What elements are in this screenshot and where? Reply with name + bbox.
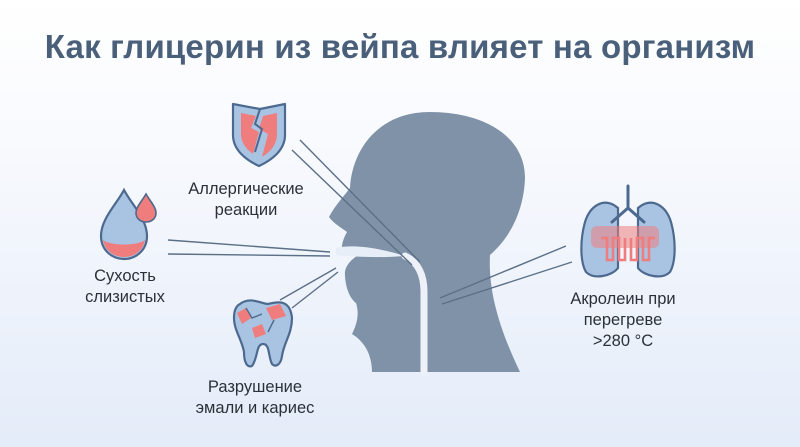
lungs-icon <box>580 184 676 278</box>
line-allergy-b <box>291 149 413 266</box>
line-teeth-a <box>279 267 337 301</box>
line-dry-a <box>167 239 331 253</box>
damaged-tooth-icon <box>232 299 294 368</box>
line-allergy-a <box>299 139 421 263</box>
line-lungs-b <box>441 261 573 305</box>
water-drops-icon <box>99 187 157 261</box>
label-mucosa-dryness: Сухость слизистых <box>85 267 165 306</box>
line-lungs-a <box>439 245 567 299</box>
page-title: Как глицерин из вейпа влияет на организм <box>44 28 756 65</box>
connector-lines <box>167 139 573 309</box>
label-allergic-reactions: Аллергические реакции <box>188 180 304 219</box>
broken-shield-icon <box>231 102 287 168</box>
line-dry-b <box>167 253 331 257</box>
head-silhouette <box>329 112 525 376</box>
label-enamel-caries: Разрушение эмали и кариес <box>195 378 315 417</box>
label-acrolein-overheat: Акролеин при перегреве >280 °C <box>570 290 676 350</box>
line-teeth-b <box>291 271 339 309</box>
